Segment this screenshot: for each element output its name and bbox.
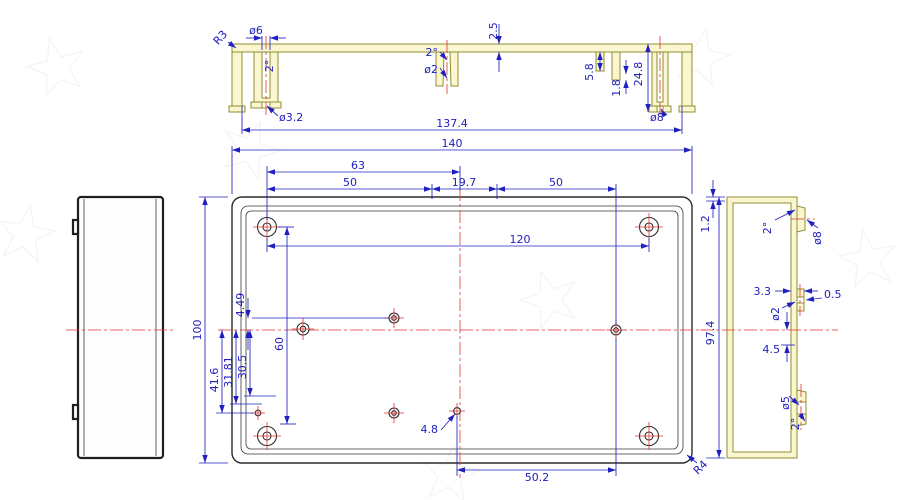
dim-angle-mid: 2° (426, 46, 439, 59)
dim-dia8-top: ø8 (650, 111, 664, 124)
dim-30-5: 30.5 (236, 355, 249, 380)
dim-100: 100 (191, 320, 204, 341)
dim-dia2: ø2 (424, 63, 438, 76)
dim-19-7: 19.7 (452, 176, 477, 189)
dim-50-left: 50 (343, 176, 357, 189)
dim-60: 60 (273, 337, 286, 351)
dim-dia6: ø6 (249, 24, 263, 37)
dim-angle-bottom-right: 2° (789, 418, 802, 431)
mounting-hole-bottom-left (253, 422, 281, 450)
top-plate (231, 43, 693, 53)
dim-1-2: 1.2 (699, 215, 712, 233)
dim-r3: R3 (211, 28, 230, 48)
boss-hole-center (384, 308, 404, 328)
dim-dia5: ø5 (779, 396, 792, 410)
dim-50-right: 50 (549, 176, 563, 189)
dim-angle-top-right: 2° (761, 222, 774, 235)
dim-5-8: 5.8 (583, 63, 596, 81)
clip-notch-top (71, 218, 80, 236)
plan-view: 140 63 50 19.7 50 120 100 4.49 41.6 31.8… (191, 137, 710, 484)
dim-120: 120 (510, 233, 531, 246)
dim-24-8: 24.8 (632, 62, 645, 87)
dim-97-4: 97.4 (704, 321, 717, 346)
dim-dia3-2: ø3.2 (279, 111, 303, 124)
boss-hole-mid-left (292, 318, 314, 340)
right-view-dimensions (706, 180, 823, 459)
mounting-hole-bottom-right (635, 422, 663, 450)
mounting-hole-top-left (253, 213, 281, 241)
dim-50-2: 50.2 (525, 471, 550, 484)
mounting-hole-top-right (635, 213, 663, 241)
dim-0-5: 0.5 (824, 288, 842, 301)
dim-31-81: 31.81 (222, 356, 235, 388)
right-section-view: 1.2 2° ø8 3.3 0.5 ø2 97.4 4.5 ø5 2° (699, 180, 842, 459)
boss-hole-bottom-center (384, 403, 404, 423)
dim-dia8-right: ø8 (811, 231, 824, 245)
dim-63: 63 (351, 159, 365, 172)
dim-thickness: 2.5 (487, 22, 500, 40)
dim-3-3: 3.3 (754, 285, 772, 298)
dim-4-8: 4.8 (421, 423, 439, 436)
clip-notch-bottom (71, 403, 80, 421)
dim-41-6: 41.6 (208, 368, 221, 393)
top-section-view: R3 ø6 2° 2° ø2 2.5 5.8 1.8 24.8 ø3.2 ø8 … (211, 22, 696, 194)
dim-4-49: 4.49 (234, 293, 247, 318)
dim-inner-width: 137.4 (436, 117, 468, 130)
top-view-dimensions (227, 24, 693, 194)
plan-view-dimensions (199, 166, 698, 476)
dim-dia2-right: ø2 (769, 307, 782, 321)
small-hole-bottom-mid (449, 403, 465, 419)
left-view-body (76, 195, 165, 460)
dim-4-5: 4.5 (763, 343, 781, 356)
dim-overall-width: 140 (442, 137, 463, 150)
dim-1-8: 1.8 (610, 79, 623, 97)
left-side-view (66, 195, 174, 460)
dim-angle-left: 2° (263, 60, 276, 73)
